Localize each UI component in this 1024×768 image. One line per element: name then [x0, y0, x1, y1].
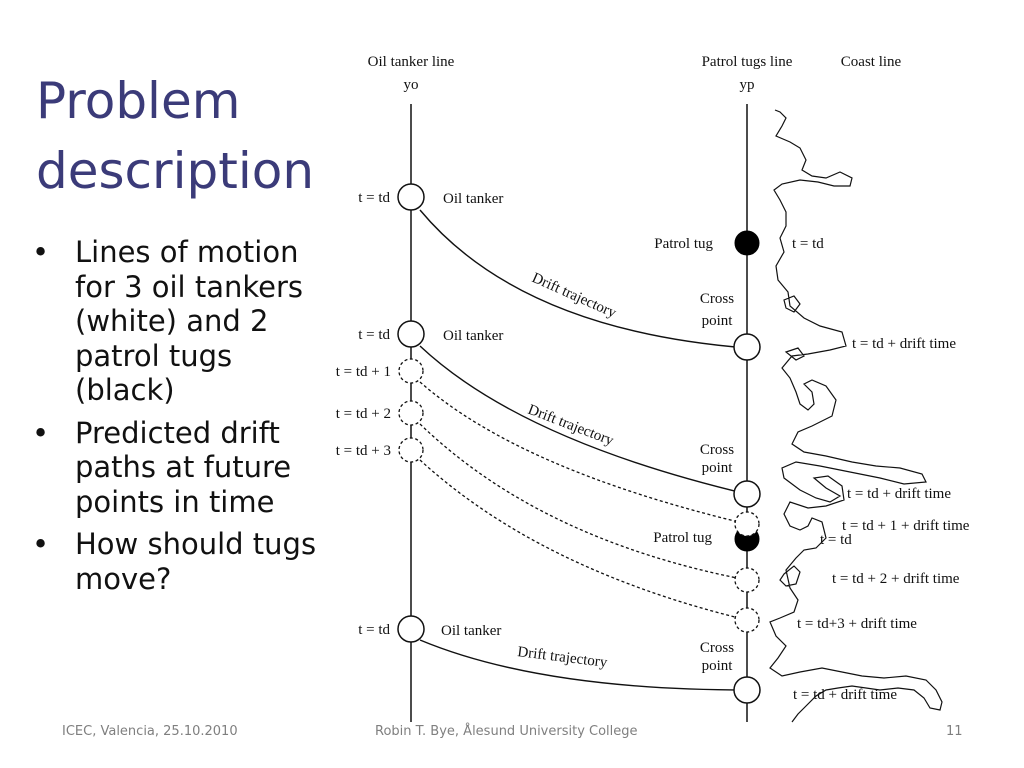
slide-title-line2: description [36, 142, 315, 200]
predicted-drift-path-1 [419, 381, 748, 525]
time-label: t = td + 2 [336, 406, 391, 422]
drift-trajectory-1 [419, 209, 748, 349]
cross-point-1 [733, 333, 761, 361]
cross-point-2 [733, 480, 761, 508]
predicted-drift-path-3 [419, 459, 748, 621]
tug-time-label: t = td [792, 236, 824, 252]
cross-time-label: t = td + drift time [793, 687, 897, 703]
oil-tanker-label: Oil tanker [443, 328, 503, 344]
footer-author: Robin T. Bye, Ålesund University College [375, 724, 638, 739]
cross-point-label: point [702, 313, 734, 329]
oil-tanker-1 [397, 183, 425, 211]
predicted-position-td1 [398, 358, 424, 384]
bullet-item: Lines of motion for 3 oil tankers (white… [28, 235, 338, 408]
cross-time-label: t = td + drift time [847, 486, 951, 502]
predicted-drift-path-2 [419, 423, 748, 581]
drift-trajectory-label-2: Drift trajectory [526, 402, 617, 450]
oil-tanker-label: Oil tanker [443, 191, 503, 207]
time-label: t = td + 3 [336, 443, 391, 459]
slide-title-line1: Problem [36, 72, 241, 130]
oil-tanker-label: Oil tanker [441, 623, 501, 639]
cross-point-label: Cross [700, 442, 734, 458]
oil-tanker-2 [397, 320, 425, 348]
predicted-position-td2 [398, 400, 424, 426]
cross-time-label: t = td + 1 + drift time [842, 518, 970, 534]
bullet-item: Predicted drift paths at future points i… [28, 416, 338, 520]
footer-conference: ICEC, Valencia, 25.10.2010 [62, 724, 238, 739]
oil-tanker-line-header: Oil tanker line [368, 54, 455, 70]
time-label: t = td [358, 622, 390, 638]
coastline [769, 109, 943, 723]
tug-time-label: t = td [820, 532, 852, 548]
predicted-cross-point-1 [734, 511, 760, 537]
coast-line-header: Coast line [841, 54, 902, 70]
predicted-cross-point-3 [734, 607, 760, 633]
time-label: t = td + 1 [336, 364, 391, 380]
patrol-tug-1 [734, 230, 760, 256]
time-label: t = td [358, 190, 390, 206]
patrol-tug-label: Patrol tug [654, 236, 713, 252]
predicted-cross-point-2 [734, 567, 760, 593]
predicted-position-td3 [398, 437, 424, 463]
cross-time-label: t = td + 2 + drift time [832, 571, 960, 587]
oil-tanker-line-symbol: yo [404, 77, 419, 93]
drift-trajectory-2 [419, 345, 748, 495]
patrol-tug-label: Patrol tug [653, 530, 712, 546]
time-label: t = td [358, 327, 390, 343]
cross-point-3 [733, 676, 761, 704]
cross-point-label: Cross [700, 291, 734, 307]
cross-time-label: t = td + drift time [852, 336, 956, 352]
drift-trajectory-3 [419, 639, 748, 691]
drift-trajectory-label-3: Drift trajectory [517, 644, 609, 671]
cross-point-label: Cross [700, 640, 734, 656]
oil-tanker-3 [397, 615, 425, 643]
page-number: 11 [946, 724, 963, 739]
cross-time-label: t = td+3 + drift time [797, 616, 917, 632]
bullet-item: How should tugs move? [28, 527, 338, 596]
patrol-tugs-line-header: Patrol tugs line [702, 54, 793, 70]
cross-point-label: point [702, 658, 734, 674]
bullet-list: Lines of motion for 3 oil tankers (white… [28, 235, 338, 604]
cross-point-label: point [702, 460, 734, 476]
patrol-tugs-line-symbol: yp [740, 77, 755, 93]
slide-title: Problem description [36, 66, 336, 206]
